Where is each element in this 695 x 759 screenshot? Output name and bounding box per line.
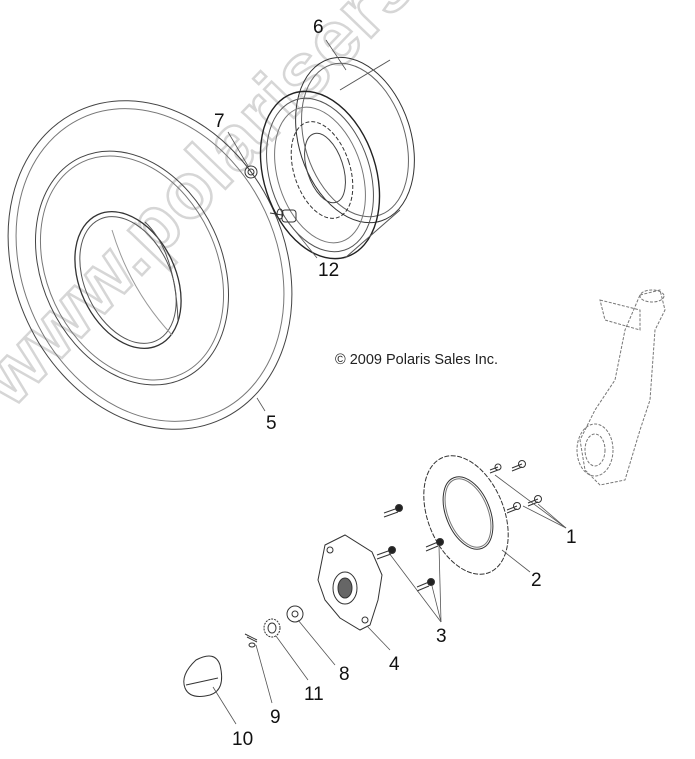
castle-nut-drawing (263, 618, 281, 638)
valve-stem-drawing (269, 208, 297, 223)
cotter-pin-drawing (244, 633, 258, 648)
tire-drawing (7, 100, 293, 430)
callout-12: 12 (318, 260, 340, 281)
rim-drawing (259, 56, 415, 260)
callout-8: 8 (339, 664, 350, 685)
callout-9: 9 (270, 707, 281, 728)
leader-lines (212, 39, 567, 725)
callout-6: 6 (313, 17, 324, 38)
callout-2: 2 (531, 570, 542, 591)
hub-drawing (317, 534, 383, 631)
callout-1: 1 (566, 527, 577, 548)
copyright-notice: © 2009 Polaris Sales Inc. (335, 352, 499, 368)
hub-studs-drawing (376, 504, 444, 592)
callout-11: 11 (304, 684, 324, 705)
lug-nut-drawing (244, 165, 258, 179)
callout-3: 3 (436, 626, 447, 647)
steering-knuckle-drawing (576, 289, 666, 486)
callout-4: 4 (389, 654, 400, 675)
hub-cap-drawing (183, 655, 223, 697)
disc-bolts-drawing (489, 460, 542, 514)
callout-7: 7 (214, 111, 225, 132)
callout-10: 10 (232, 729, 254, 750)
callout-5: 5 (266, 413, 277, 434)
washer-drawing (286, 605, 304, 623)
brake-disc-drawing (423, 455, 509, 575)
